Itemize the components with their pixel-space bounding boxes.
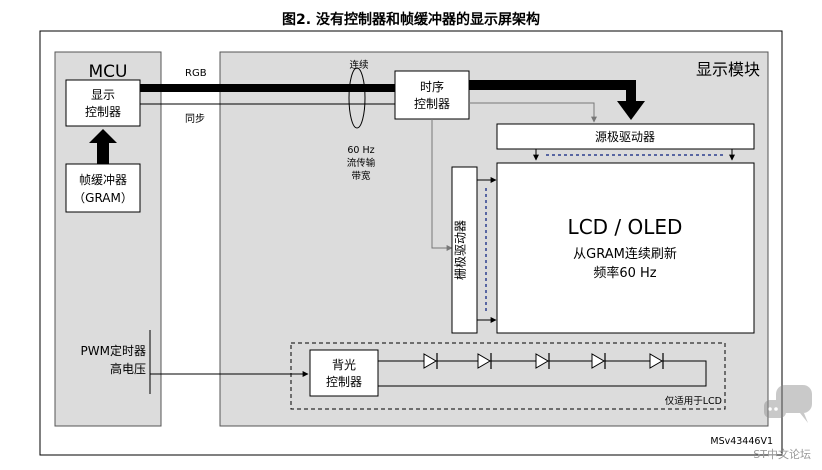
backlight-controller-label-2: 控制器 xyxy=(326,375,362,389)
watermark-logo-icon xyxy=(764,385,812,423)
frame-buffer-label-1: 帧缓冲器 xyxy=(79,172,127,187)
rgb-label: RGB xyxy=(185,68,207,79)
figure-title: 图2. 没有控制器和帧缓冲器的显示屏架构 xyxy=(282,11,540,28)
timing-controller-label-2: 控制器 xyxy=(414,97,450,111)
gram-arrow-shaft xyxy=(97,142,109,164)
timing-sync-line xyxy=(469,102,597,123)
rgb-bus xyxy=(140,84,395,92)
panel-line-1: 从GRAM连续刷新 xyxy=(573,246,677,262)
continuous-label: 连续 xyxy=(349,59,369,71)
lcd-only-region xyxy=(290,342,726,410)
pwm-timer-label: PWM定时器 xyxy=(81,343,146,358)
backlight-controller-label-1: 背光 xyxy=(332,358,356,372)
led-diode-icon xyxy=(535,353,550,369)
led-diode-icon xyxy=(423,353,438,369)
bandwidth-label-3: 带宽 xyxy=(351,170,371,182)
gate-driver-box xyxy=(451,166,478,334)
display-controller-box xyxy=(65,79,141,127)
watermark-text: ST中文论坛 xyxy=(753,447,811,461)
lcd-only-note: 仅适用于LCD xyxy=(665,395,722,407)
timing-controller-box xyxy=(394,70,470,120)
panel-line-2: 频率60 Hz xyxy=(593,265,656,281)
lcd-oled-panel xyxy=(496,162,755,334)
mcu-label: MCU xyxy=(89,62,128,82)
high-voltage-label: 高电压 xyxy=(110,361,146,376)
backlight-controller-box xyxy=(309,349,379,397)
display-controller-label-1: 显示 xyxy=(91,88,115,102)
timing-data-drop xyxy=(626,80,636,102)
timing-gate-line xyxy=(431,119,453,251)
timing-controller-label-1: 时序 xyxy=(420,79,444,94)
frame-buffer-label-2: （GRAM） xyxy=(73,191,133,205)
led-diode-icon xyxy=(591,353,606,369)
frame-buffer-box xyxy=(65,163,141,213)
bandwidth-label-1: 60 Hz xyxy=(347,145,374,156)
bandwidth-label-2: 流传输 xyxy=(347,157,376,169)
source-driver-label: 源极驱动器 xyxy=(595,130,655,144)
display-module-label: 显示模块 xyxy=(696,60,760,79)
display-controller-label-2: 控制器 xyxy=(85,105,121,119)
source-driver-box xyxy=(496,123,755,150)
stream-ellipse xyxy=(348,67,366,129)
timing-data-bus xyxy=(469,80,633,90)
panel-title: LCD / OLED xyxy=(568,215,683,239)
gram-arrow-head xyxy=(89,129,117,143)
led-diode-icon xyxy=(649,353,664,369)
led-diode-icon xyxy=(477,353,492,369)
timing-data-arrowhead xyxy=(617,101,645,120)
gate-driver-label: 栅极驱动器 xyxy=(453,220,468,280)
led-diodes xyxy=(423,353,664,369)
sync-label: 同步 xyxy=(185,113,205,125)
figure-code: MSv43446V1 xyxy=(710,436,773,447)
